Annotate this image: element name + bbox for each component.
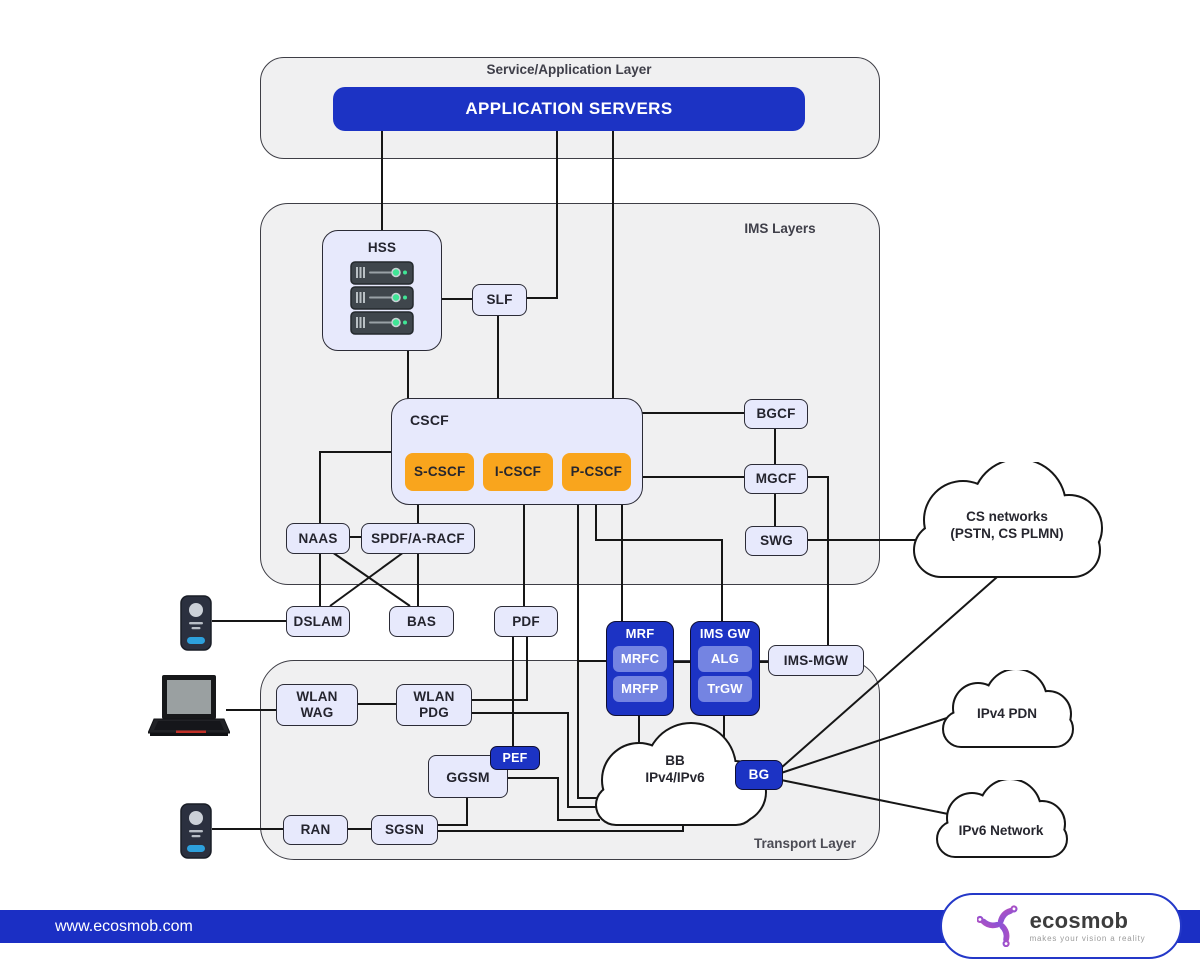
ran-node: RAN <box>283 815 348 845</box>
p-cscf-node: P-CSCF <box>561 453 631 491</box>
pdf-node: PDF <box>494 606 558 637</box>
service-layer-label: Service/Application Layer <box>486 62 652 77</box>
brand-tagline: makes your vision a reality <box>1029 933 1146 943</box>
transport-layer-label: Transport Layer <box>753 836 857 851</box>
ims-layers-label: IMS Layers <box>744 221 816 236</box>
alg-node: ALG <box>698 646 752 672</box>
mrf-node: MRF MRFC MRFP <box>606 621 674 716</box>
mobile-device-icon <box>180 803 212 864</box>
spdf-a-racf-node: SPDF/A-RACF <box>361 523 475 554</box>
brand-name: ecosmob <box>1029 907 1129 933</box>
cscf-label: CSCF <box>410 412 449 428</box>
trgw-node: TrGW <box>698 676 752 702</box>
hss-label: HSS <box>367 240 397 255</box>
mrf-title: MRF <box>625 626 655 641</box>
bas-node: BAS <box>389 606 454 637</box>
dslam-node: DSLAM <box>286 606 350 637</box>
ipv6-network-cloud <box>936 780 1068 858</box>
ims-gw-node: IMS GW ALG TrGW <box>690 621 760 716</box>
cs-cloud-label: CS networks(PSTN, CS PLMN) <box>950 509 1064 541</box>
brand-badge: ecosmob makes your vision a reality <box>940 893 1182 959</box>
ipv4-pdn-cloud <box>942 670 1074 748</box>
i-cscf-node: I-CSCF <box>483 453 553 491</box>
naas-node: NAAS <box>286 523 350 554</box>
slf-node: SLF <box>472 284 527 316</box>
ims-gw-title: IMS GW <box>699 626 751 641</box>
ims-mgw-node: IMS-MGW <box>768 645 864 676</box>
hss-node: HSS <box>322 230 442 351</box>
application-servers-node: APPLICATION SERVERS <box>333 87 805 131</box>
server-stack-icon <box>348 261 416 341</box>
swg-node: SWG <box>745 526 808 556</box>
mobile-device-icon <box>180 595 212 656</box>
mrfc-node: MRFC <box>613 646 667 672</box>
bg-node: BG <box>735 760 783 790</box>
mrfp-node: MRFP <box>613 676 667 702</box>
s-cscf-node: S-CSCF <box>405 453 475 491</box>
ecosmob-logo-mark-icon <box>975 901 1023 952</box>
bgcf-node: BGCF <box>744 399 808 429</box>
pef-node: PEF <box>490 746 540 770</box>
laptop-icon <box>147 673 231 754</box>
cs-networks-cloud <box>913 462 1103 578</box>
mgcf-node: MGCF <box>744 464 808 494</box>
ipv4-cloud-label: IPv4 PDN <box>976 706 1038 721</box>
sgsn-node: SGSN <box>371 815 438 845</box>
website-link[interactable]: www.ecosmob.com <box>55 918 193 935</box>
ipv6-cloud-label: IPv6 Network <box>958 823 1044 838</box>
cscf-node: CSCF S-CSCF I-CSCF P-CSCF <box>391 398 643 505</box>
bb-network-cloud <box>595 722 767 826</box>
